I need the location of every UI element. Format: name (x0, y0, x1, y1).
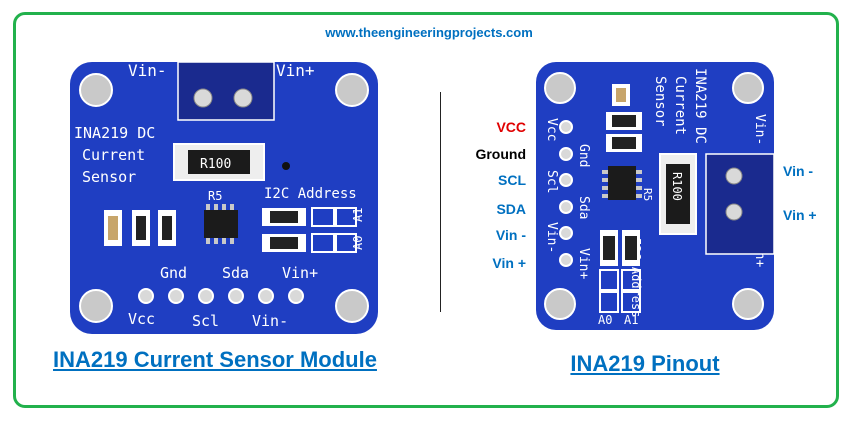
silk-vin-minus-pin: Vin- (544, 222, 559, 253)
silk-title-3: Sensor (82, 168, 136, 186)
mounting-hole (79, 289, 113, 323)
resistor-label: R100 (200, 157, 231, 172)
pinout-label-vin-plus: Vin + (492, 255, 526, 271)
terminal-pad (725, 167, 743, 185)
divider-line (440, 92, 441, 312)
pinout-label-sda: SDA (496, 201, 526, 217)
a1-label: A1 (624, 313, 638, 327)
silk-scl: Scl (544, 170, 559, 193)
pinout-label-ground: Ground (475, 146, 526, 162)
r5-label: R5 (641, 188, 654, 201)
right-caption: INA219 Pinout (570, 351, 720, 376)
silk-gnd: Gnd (576, 144, 591, 167)
silk-sda: Sda (576, 196, 591, 219)
silk-vin-minus: Vin- (128, 62, 167, 80)
pin-scl: Scl (192, 312, 219, 330)
ina219-pinout-board: Vcc Gnd Scl Sda Vin- Vin+ INA219 DC Curr… (536, 62, 774, 330)
mounting-hole (335, 289, 369, 323)
mounting-hole (732, 288, 764, 320)
silk-title-2: Current (82, 146, 145, 164)
terminal-pad (233, 88, 253, 108)
pin-vin-plus: Vin+ (282, 264, 318, 282)
silk-vcc: Vcc (544, 118, 559, 141)
board-pcb (536, 62, 774, 330)
silk-vin-plus-pin: Vin+ (576, 248, 591, 279)
mounting-hole (335, 73, 369, 107)
pin-vcc: Vcc (128, 310, 155, 328)
mounting-hole (732, 72, 764, 104)
a0-label: A0 (351, 236, 365, 250)
terminal-block (705, 153, 774, 255)
silk-title-2: Current (672, 76, 688, 135)
board-pcb (70, 62, 378, 334)
pin-sda: Sda (222, 264, 249, 282)
i2c-label: I2C Address (264, 186, 357, 202)
silk-title-1: INA219 DC (692, 68, 708, 144)
terminal-block (177, 62, 275, 121)
terminal-pad (193, 88, 213, 108)
mounting-hole (544, 288, 576, 320)
silk-vin-minus: Vin- (752, 114, 767, 145)
ina219-chip (608, 166, 636, 200)
left-caption: INA219 Current Sensor Module (53, 347, 377, 372)
a1-label: A1 (351, 208, 365, 222)
pinout-label-scl: SCL (498, 172, 526, 188)
resistor-label: R100 (670, 172, 684, 201)
pinout-label-vcc: VCC (496, 119, 526, 135)
ina219-chip (204, 210, 238, 238)
a0-label: A0 (598, 313, 612, 327)
ina219-module-board: Vin- Vin+ INA219 DC Current Sensor R100 … (70, 62, 378, 334)
pin-vin-minus: Vin- (252, 312, 288, 330)
mounting-hole (79, 73, 113, 107)
mounting-hole (544, 72, 576, 104)
pinout-label-vin-minus: Vin - (495, 227, 526, 243)
silk-title-3: Sensor (652, 76, 668, 127)
r5-label: R5 (208, 189, 222, 203)
silk-vin-plus: Vin+ (276, 62, 315, 80)
silk-title-1: INA219 DC (74, 124, 155, 142)
website-url: www.theengineeringprojects.com (325, 25, 533, 40)
green-frame (13, 12, 839, 408)
side-label-vin-minus: Vin - (783, 163, 814, 179)
terminal-pad (725, 203, 743, 221)
pin-gnd: Gnd (160, 264, 187, 282)
side-label-vin-plus: Vin + (783, 207, 817, 223)
